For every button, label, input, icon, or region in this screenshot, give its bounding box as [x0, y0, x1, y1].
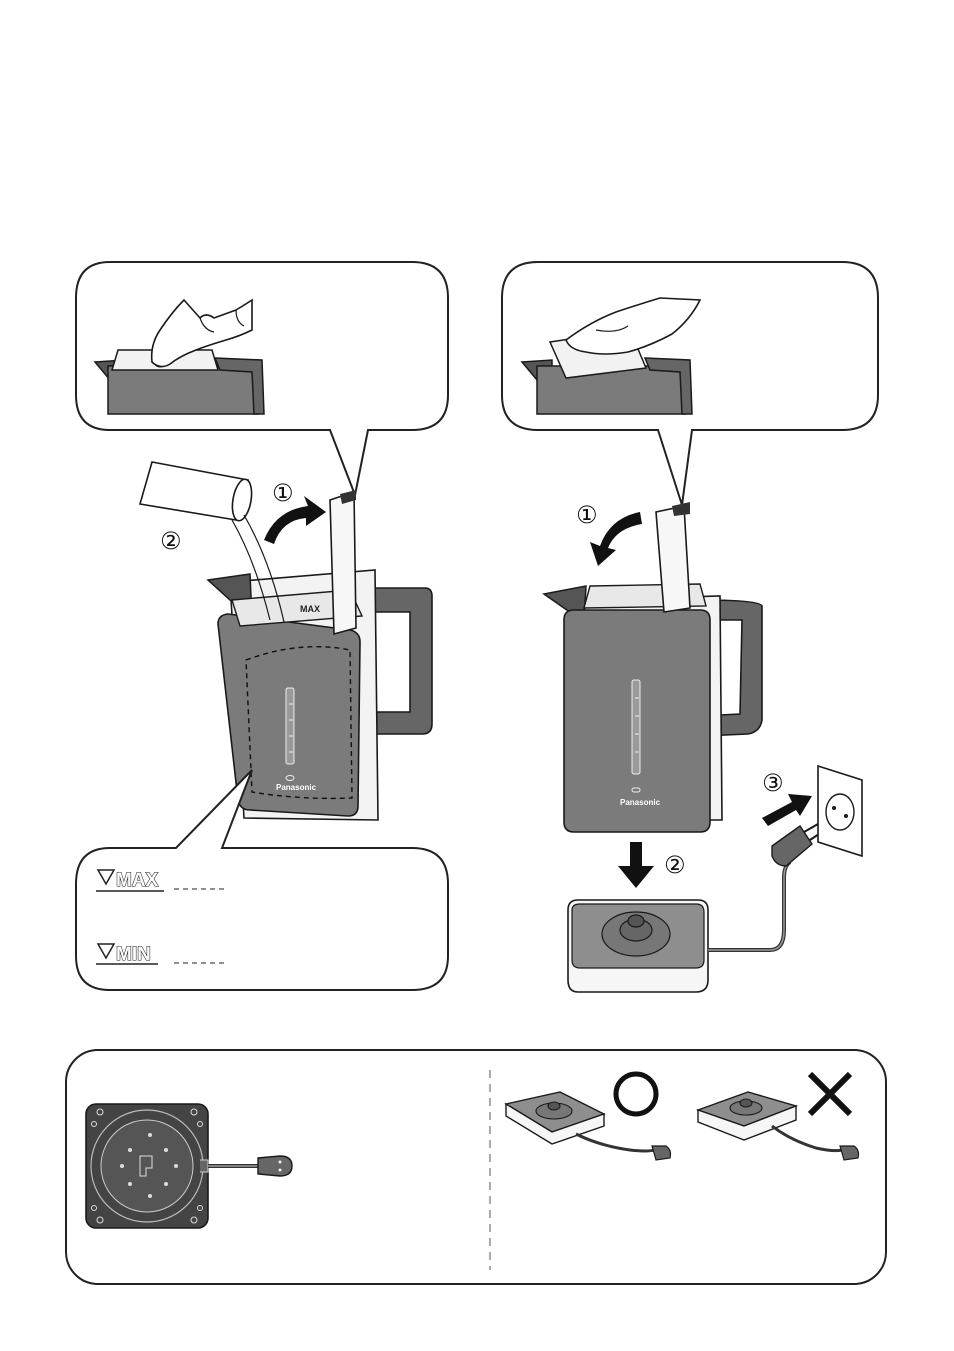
underside-plug-icon	[258, 1156, 292, 1176]
step-marker-right-plug: ③	[762, 769, 784, 797]
arrow-close-lid-icon	[590, 512, 642, 566]
arrow-down-icon	[618, 842, 654, 888]
power-cord	[708, 862, 790, 950]
kettle-top-closeup	[95, 350, 264, 414]
max-level-label: MAX	[116, 870, 159, 891]
callout-open-lid	[76, 262, 448, 495]
min-level-label: MIN	[116, 944, 151, 965]
base-underside	[86, 1104, 208, 1228]
lid-max-label: MAX	[300, 604, 320, 614]
step-marker-left-open: ①	[272, 479, 294, 507]
step-marker-right-close: ①	[576, 501, 598, 529]
kettle-lid-open	[330, 492, 356, 634]
brand-label-2: Panasonic	[620, 798, 661, 807]
kettle-closed: Panasonic	[544, 502, 762, 832]
wall-outlet-icon	[818, 766, 862, 856]
arrow-plug-in-icon	[762, 794, 812, 826]
step-marker-left-pour: ②	[160, 527, 182, 555]
power-base	[568, 900, 708, 992]
brand-label: Panasonic	[276, 783, 317, 792]
step-marker-right-place: ②	[664, 851, 686, 879]
callout-close-lid	[502, 262, 878, 505]
plug-icon	[772, 824, 822, 866]
